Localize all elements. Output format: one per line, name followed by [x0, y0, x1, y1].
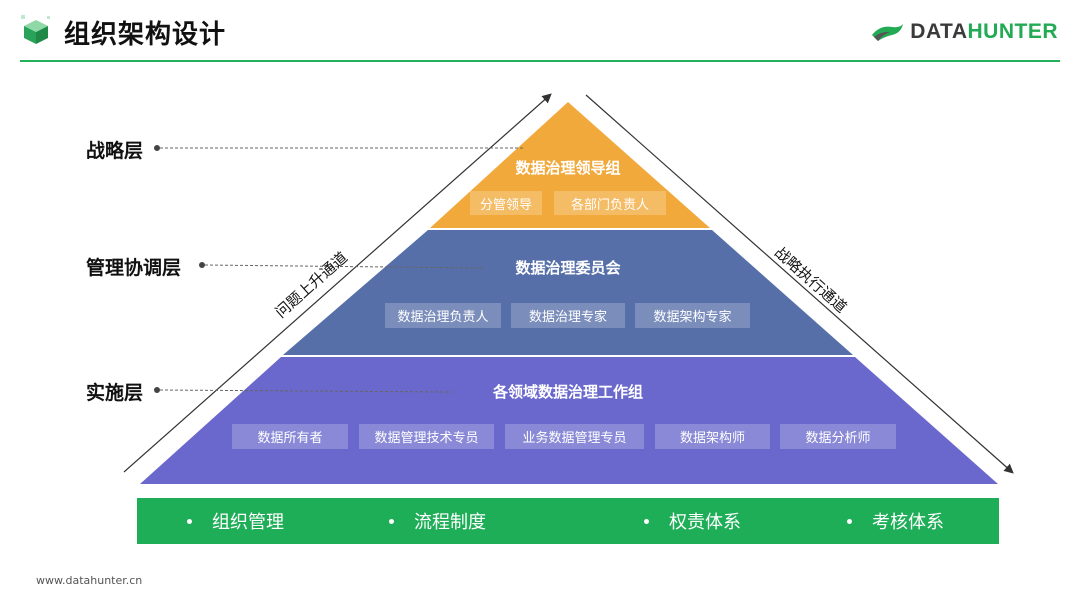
footer-item-label: 考核体系	[872, 512, 944, 533]
layer-label-management: 管理协调层	[86, 257, 182, 279]
footer-item: 权责体系	[644, 508, 741, 534]
bullet-icon	[644, 518, 649, 524]
member-badge: 数据架构师	[655, 424, 770, 449]
execution-connector	[159, 389, 453, 393]
management-connector	[204, 264, 483, 269]
bullet-icon	[389, 518, 394, 524]
tier-middle-title: 数据治理委员会	[515, 259, 621, 277]
member-badge: 数据分析师	[780, 424, 896, 449]
footer-item: 组织管理	[187, 508, 284, 534]
pyramid-tier-bottom	[140, 357, 998, 484]
footer-bar: 组织管理 流程制度 权责体系 考核体系	[137, 498, 999, 544]
pyramid-tier-top	[430, 102, 710, 228]
member-badge: 数据治理专家	[511, 303, 625, 328]
footer-item-label: 组织管理	[212, 512, 284, 533]
strategy-dot	[154, 145, 160, 151]
page-title: 组织架构设计	[64, 20, 227, 50]
header-divider	[20, 60, 1060, 62]
footer-item-label: 流程制度	[414, 512, 486, 533]
member-badge: 各部门负责人	[554, 191, 666, 215]
member-badge: 数据架构专家	[635, 303, 750, 328]
member-badge: 分管领导	[470, 191, 542, 215]
bullet-icon	[847, 518, 852, 524]
management-dot	[199, 262, 205, 268]
right-channel-arrow	[585, 94, 1014, 474]
tier-top-title: 数据治理领导组	[515, 159, 621, 177]
member-badge: 业务数据管理专员	[505, 424, 644, 449]
member-badge: 数据管理技术专员	[359, 424, 494, 449]
brand-text-data: DATA	[910, 20, 968, 43]
member-badge: 数据治理负责人	[385, 303, 501, 328]
execution-dot	[154, 387, 160, 393]
pyramid-tier-middle	[283, 230, 853, 355]
cube-logo-icon	[21, 15, 50, 44]
layer-label-execution: 实施层	[86, 382, 144, 404]
bullet-icon	[187, 518, 192, 524]
left-channel-arrow	[123, 93, 552, 473]
brand-text-hunter: HUNTER	[967, 20, 1058, 43]
website-url[interactable]: www.datahunter.cn	[36, 574, 143, 587]
member-badge: 数据所有者	[232, 424, 348, 449]
layer-label-strategy: 战略层	[86, 140, 144, 162]
footer-item: 考核体系	[847, 508, 944, 534]
tier-bottom-title: 各领域数据治理工作组	[492, 383, 643, 401]
footer-item: 流程制度	[389, 508, 486, 534]
footer-item-label: 权责体系	[669, 512, 741, 533]
datahunter-logo-icon	[872, 24, 904, 41]
